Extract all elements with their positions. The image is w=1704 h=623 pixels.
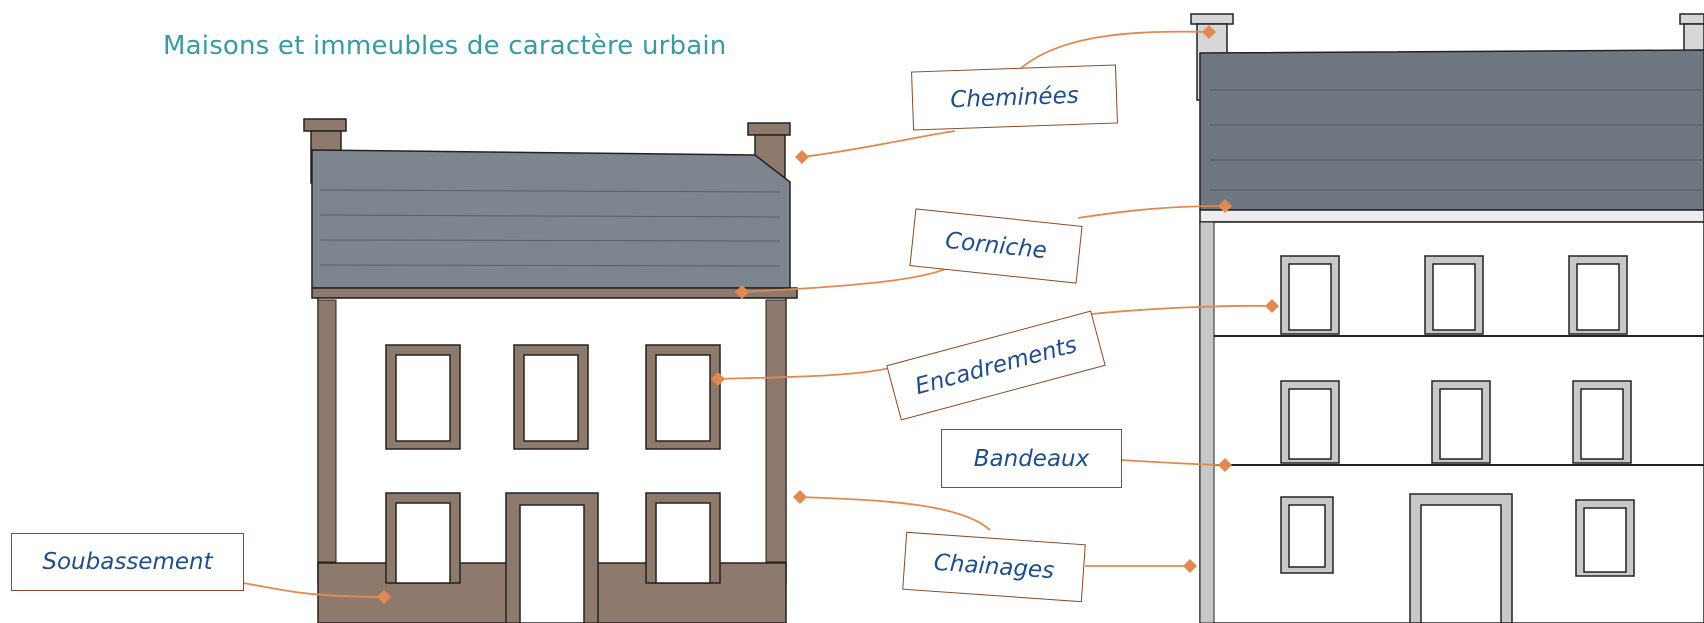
leader-markers: [377, 25, 1279, 604]
leader-lines: [242, 30, 1273, 598]
left-lower-windows: [385, 492, 721, 623]
label-quoins: Chainages: [902, 531, 1086, 603]
label-base: Soubassement: [11, 533, 244, 591]
page-title: Maisons et immeubles de caractère urbain: [163, 31, 727, 61]
left-roof: [311, 149, 791, 289]
left-upper-windows: [385, 344, 721, 450]
label-bands: Bandeaux: [941, 429, 1122, 488]
label-chimneys: Cheminées: [911, 64, 1118, 131]
left-cornice: [311, 287, 798, 299]
left-quoins: [317, 299, 787, 563]
right-windows: [1280, 255, 1635, 623]
